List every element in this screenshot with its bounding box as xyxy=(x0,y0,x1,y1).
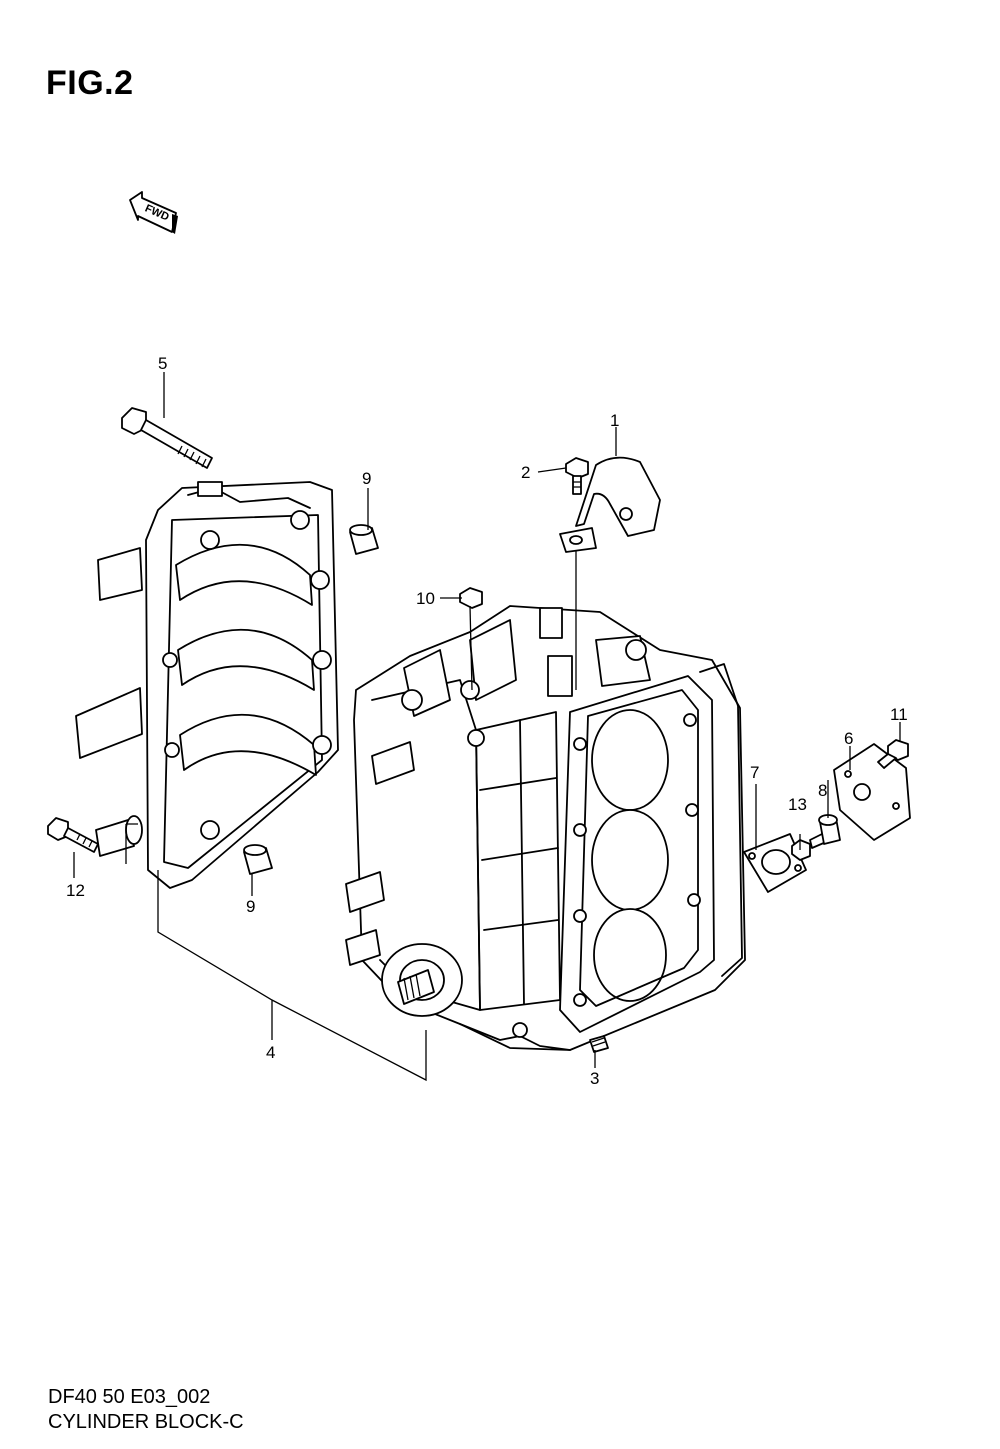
callout-11: 11 xyxy=(890,705,908,724)
fwd-arrow-icon: FWD xyxy=(129,191,178,234)
bracket-icon xyxy=(559,456,661,553)
bolt-long-icon xyxy=(121,407,213,469)
diagram-caption: CYLINDER BLOCK-C xyxy=(48,1411,244,1433)
callout-13: 13 xyxy=(788,795,807,814)
callout-10: 10 xyxy=(416,589,435,608)
gasket-icon xyxy=(743,833,807,893)
callout-7: 7 xyxy=(750,763,759,782)
dowel-pin-lower-icon xyxy=(243,844,273,875)
model-code: DF40 50 E03_002 xyxy=(48,1386,211,1408)
collar-icon xyxy=(818,814,841,845)
callout-1: 1 xyxy=(610,411,619,430)
plug-icon xyxy=(459,587,483,609)
dowel-pin-upper-icon xyxy=(349,524,379,555)
callout-8: 8 xyxy=(818,781,827,800)
callout-3: 3 xyxy=(590,1069,599,1088)
callout-4: 4 xyxy=(266,1043,275,1062)
bolt-bracket-icon xyxy=(565,457,589,495)
callout-12: 12 xyxy=(66,881,85,900)
callout-2: 2 xyxy=(521,463,530,482)
bolt-cover-icon xyxy=(877,739,909,769)
callout-9-upper: 9 xyxy=(362,469,371,488)
stud-icon xyxy=(589,1035,609,1053)
callout-labels: 1 2 3 4 5 6 7 8 9 9 10 11 12 13 xyxy=(66,354,908,1088)
cover-plate-icon xyxy=(833,743,911,841)
bolt-short-left-icon xyxy=(47,817,99,853)
cylinder-block-manifold-icon xyxy=(75,481,339,889)
bolt-gasket-icon xyxy=(791,833,827,861)
callout-5: 5 xyxy=(158,354,167,373)
leader-lines xyxy=(73,372,901,1082)
cylinder-block-main-icon xyxy=(345,605,746,1051)
callout-6: 6 xyxy=(844,729,853,748)
figure-title: FIG.2 xyxy=(46,64,134,102)
callout-9-lower: 9 xyxy=(246,897,255,916)
